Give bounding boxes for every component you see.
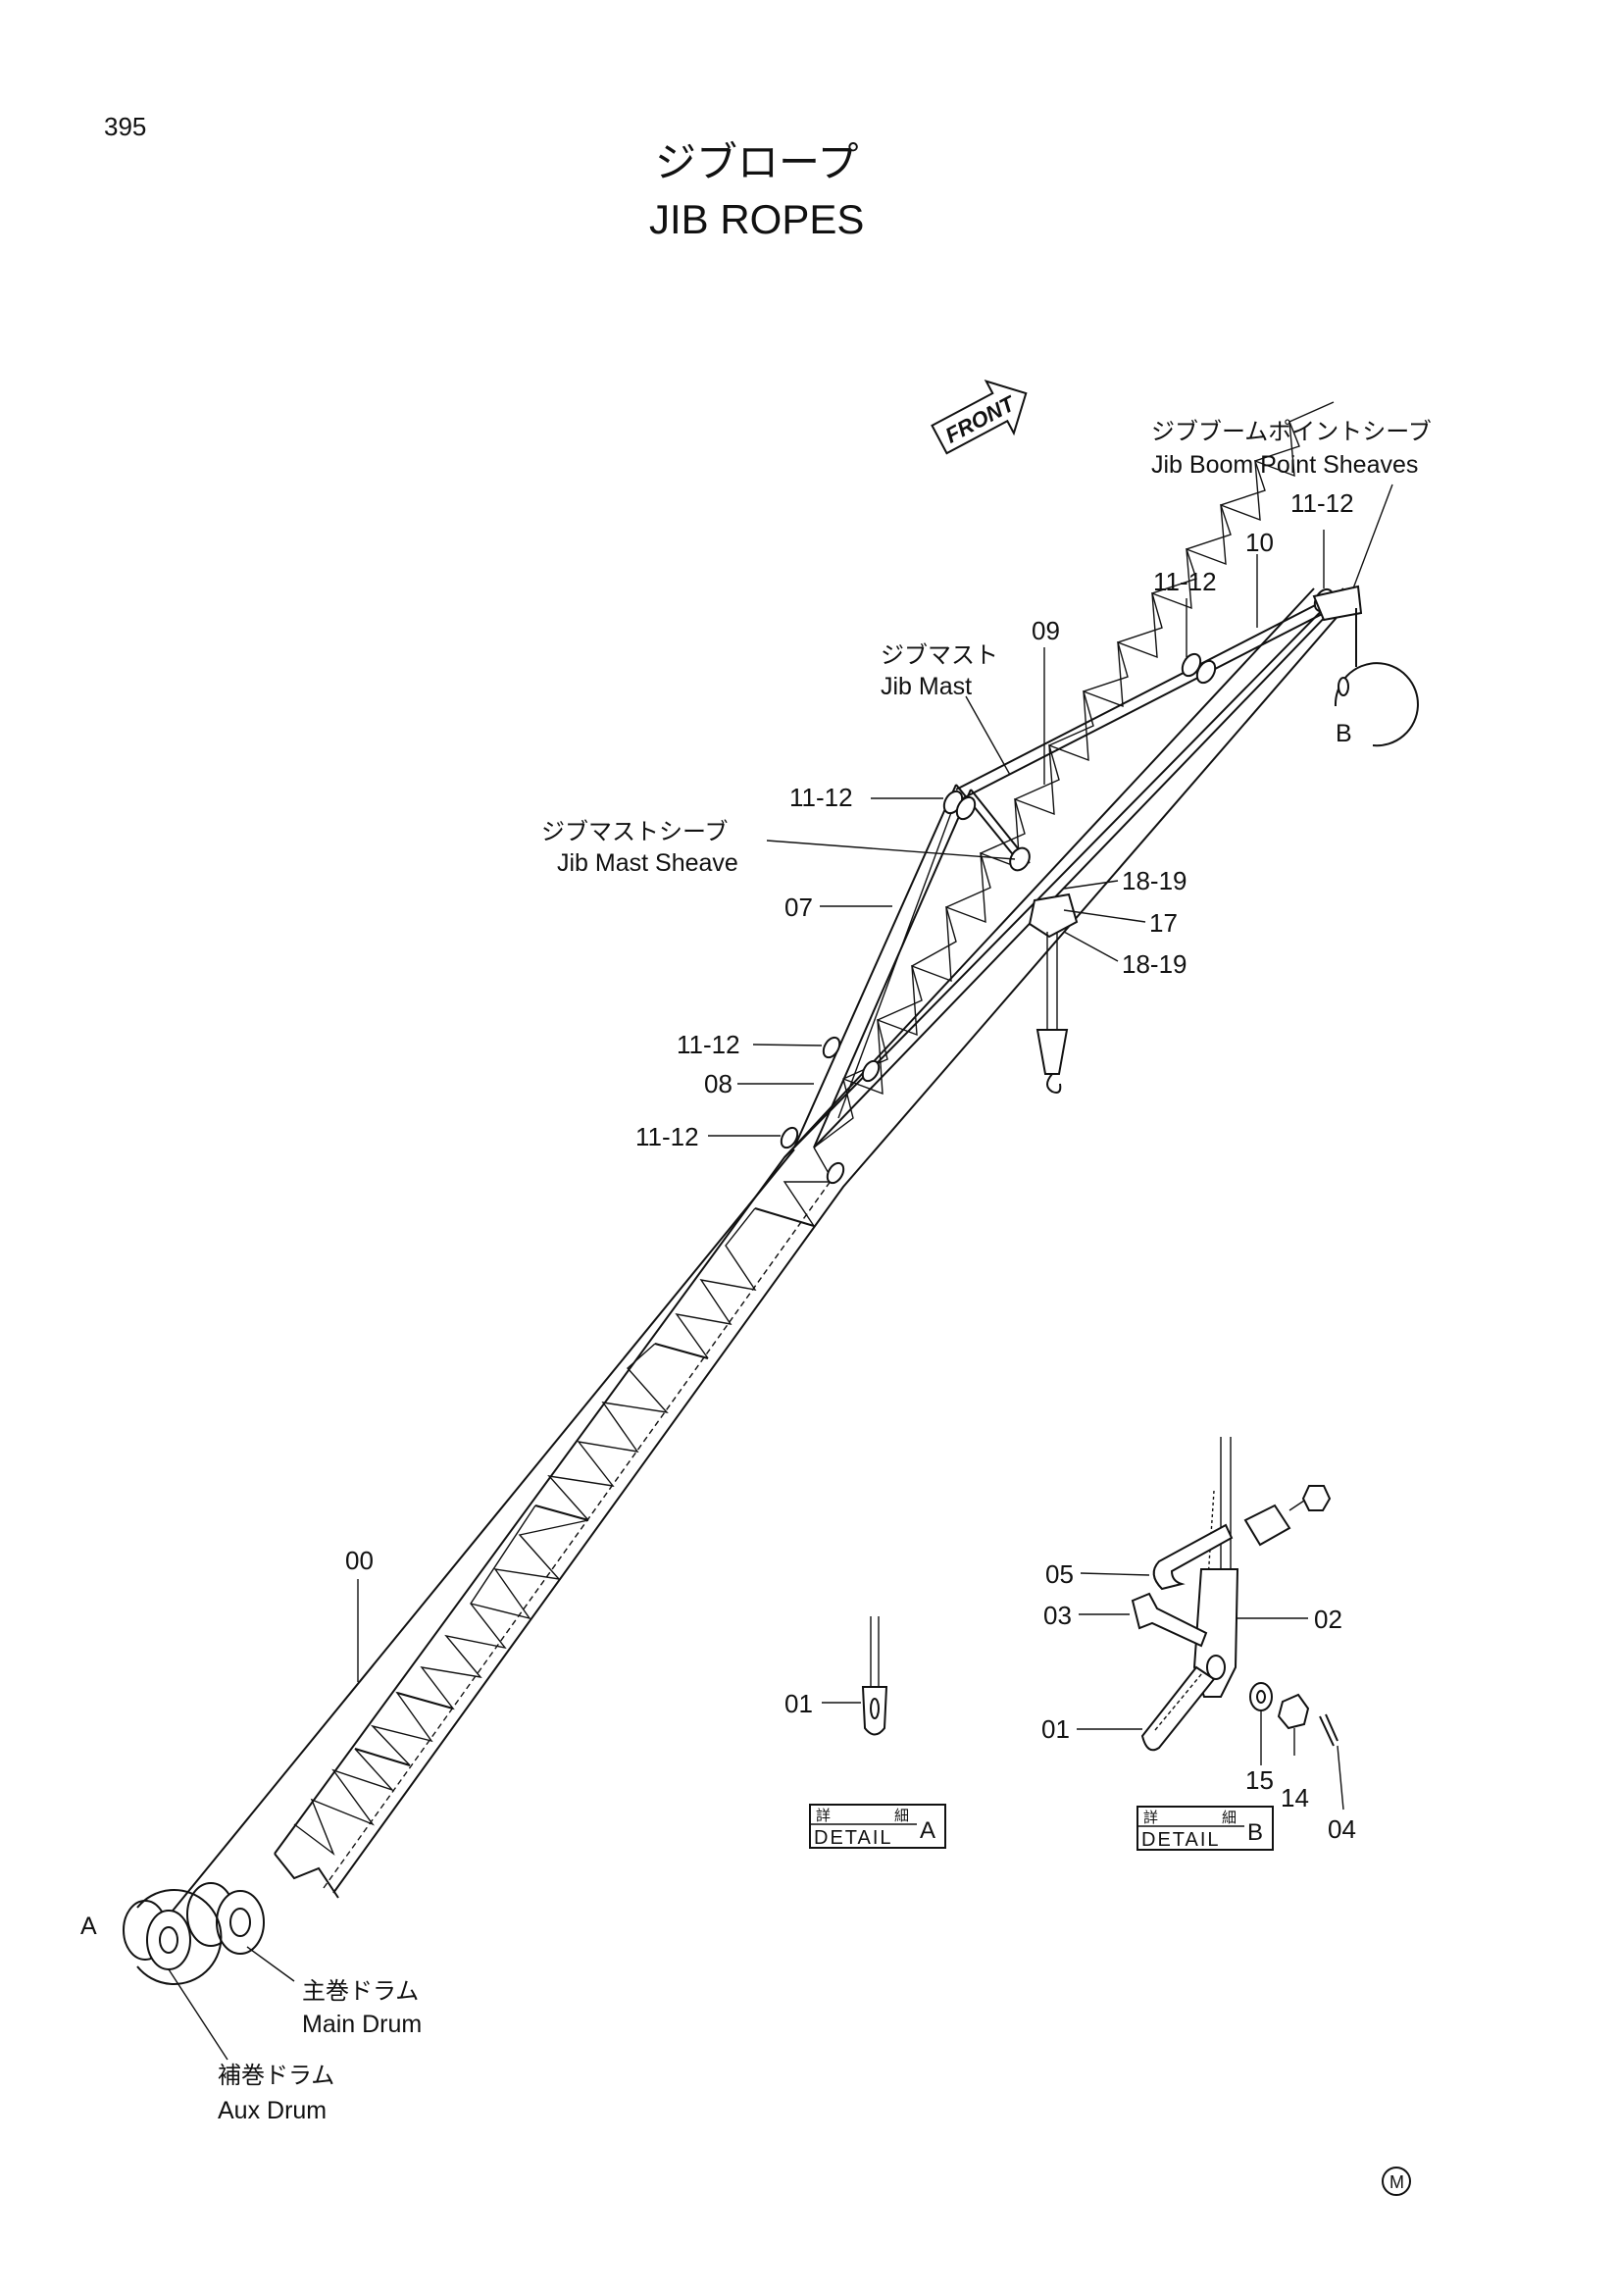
part-08: 08	[704, 1069, 732, 1098]
detail-a-part-01: 01	[784, 1689, 813, 1718]
jib-boom-point-sheaves-label-jp: ジブブームポイントシーブ	[1151, 418, 1432, 445]
detail-b-cotter-pin	[1319, 1713, 1338, 1747]
detail-a-word: DETAIL	[814, 1827, 893, 1849]
jib-mast-label-jp: ジブマスト	[881, 641, 998, 669]
jib-ropes	[164, 597, 1335, 1921]
part-11-12-top-right: 11-12	[1290, 488, 1354, 518]
jib-mast-sheave	[1009, 846, 1031, 872]
rope-09	[955, 597, 1330, 791]
part-07: 07	[784, 893, 813, 922]
detail-b-part-04: 04	[1328, 1814, 1356, 1844]
detail-b-letter: B	[1247, 1819, 1263, 1846]
rope-fittings	[780, 585, 1363, 1185]
page-title-jp: ジブロープ	[655, 138, 858, 186]
jib-mast-sheave-label-jp: ジブマストシーブ	[541, 818, 729, 845]
callout-a-letter: A	[80, 1913, 97, 1940]
main-drum-label-jp: 主巻ドラム	[302, 1977, 419, 2005]
detail-a: 01 詳 細 DETAIL A	[784, 1616, 946, 1849]
aux-drum-label-jp: 補巻ドラム	[218, 2062, 334, 2089]
leader-lines	[168, 484, 1393, 2061]
detail-a-jp-right: 細	[894, 1807, 909, 1824]
part-09: 09	[1032, 616, 1060, 645]
front-arrow-icon: FRONT	[931, 379, 1028, 455]
detail-b-part-01: 01	[1041, 1714, 1070, 1744]
detail-b-jp-left: 詳	[1143, 1809, 1158, 1826]
callout-b: B	[1334, 662, 1419, 747]
detail-b-pin	[1131, 1592, 1208, 1648]
corner-m-mark: M	[1382, 2167, 1411, 2196]
detail-b: 05 03 02 01 15 14 04 詳 細 DETAIL B	[1041, 1437, 1356, 1851]
part-17: 17	[1149, 908, 1178, 938]
detail-b-socket	[1192, 1568, 1239, 1698]
jib-mast-label-en: Jib Mast	[881, 673, 972, 700]
detail-a-jp-left: 詳	[816, 1807, 831, 1824]
detail-b-u-bolt	[1152, 1523, 1234, 1591]
part-11-12-lower-b: 11-12	[635, 1122, 699, 1151]
callout-b-letter: B	[1336, 720, 1352, 747]
detail-b-nut	[1277, 1693, 1310, 1730]
page-number: 395	[104, 112, 146, 141]
detail-b-washer	[1249, 1682, 1273, 1711]
rope-00	[164, 1148, 795, 1921]
part-18-19-lower: 18-19	[1122, 949, 1187, 979]
jib-boom-point-sheaves-label-en: Jib Boom Point Sheaves	[1151, 451, 1418, 479]
part-11-12-upper: 11-12	[1153, 567, 1217, 596]
detail-b-part-15: 15	[1245, 1765, 1274, 1795]
detail-b-word: DETAIL	[1141, 1829, 1221, 1851]
detail-a-letter: A	[920, 1817, 935, 1844]
part-11-12-mast: 11-12	[789, 783, 853, 812]
detail-b-jp-right: 細	[1222, 1809, 1237, 1826]
corner-m-letter: M	[1389, 2172, 1404, 2192]
part-00: 00	[345, 1546, 374, 1575]
aux-drum-label-en: Aux Drum	[218, 2097, 327, 2124]
boom-lattice	[274, 401, 1354, 1899]
detail-b-part-02: 02	[1314, 1605, 1342, 1634]
hook-block	[1028, 893, 1079, 939]
page-title-en: JIB ROPES	[649, 196, 864, 242]
detail-b-part-14: 14	[1281, 1783, 1309, 1812]
part-10: 10	[1245, 528, 1274, 557]
detail-b-part-03: 03	[1043, 1601, 1072, 1630]
detail-b-link	[1140, 1665, 1216, 1752]
callout-a: A	[80, 1889, 223, 1985]
aux-drum	[123, 1900, 191, 1970]
main-drum-label-en: Main Drum	[302, 2011, 422, 2038]
main-drum	[186, 1882, 265, 1955]
part-11-12-lower-a: 11-12	[677, 1030, 740, 1059]
part-18-19-upper: 18-19	[1122, 866, 1187, 895]
detail-b-part-05: 05	[1045, 1559, 1074, 1589]
jib-mast-sheave-label-en: Jib Mast Sheave	[557, 849, 738, 877]
